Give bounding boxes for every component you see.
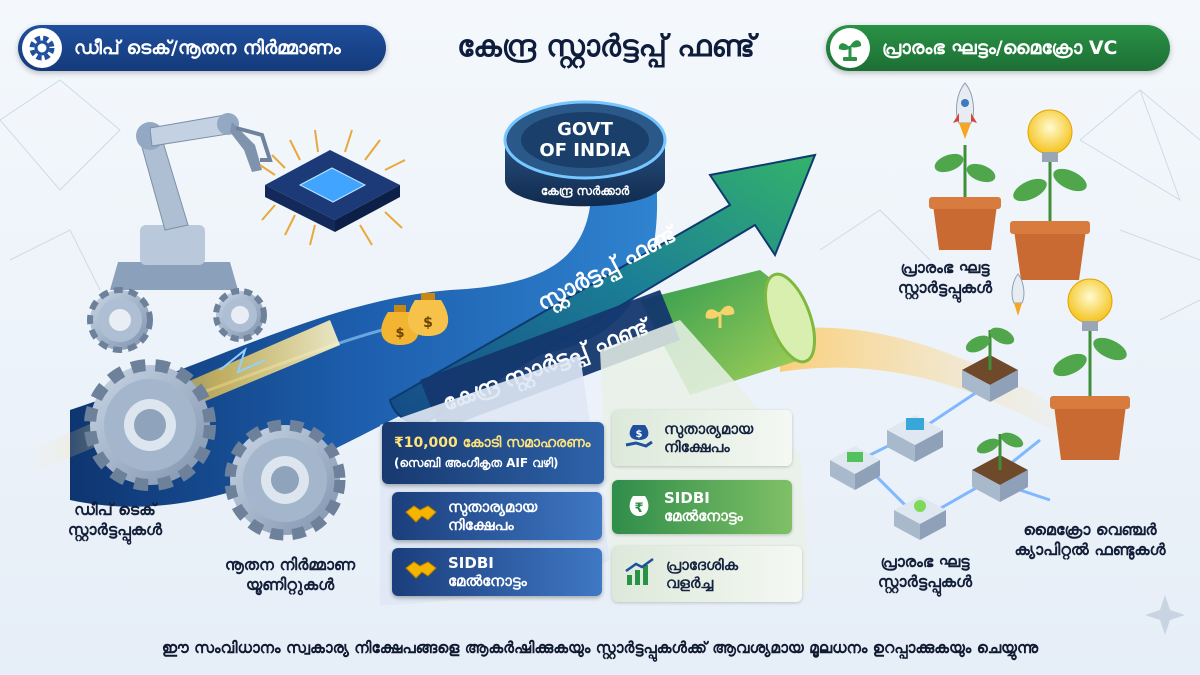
planter-box-2 <box>972 432 1028 502</box>
early-stage-pill-label: പ്രാരംഭ ഘട്ടം/മൈക്രോ VC <box>882 37 1118 59</box>
plant-pot-rocket-icon <box>929 82 1001 250</box>
label-manufacturing-units: നൂതന നിർമ്മാണ യൂണിറ്റുകൾ <box>224 555 356 594</box>
handshake-icon <box>404 502 438 530</box>
label-micro-vc-funds: മൈക്രോ വെഞ്ചർ ക്യാപിറ്റൽ ഫണ്ടുകൾ <box>1014 520 1166 559</box>
left-item-sidbi-oversight: SIDBI മേൽനോട്ടം <box>392 548 602 596</box>
node-platform-1 <box>830 446 880 490</box>
gear-large-1-icon <box>84 359 216 491</box>
svg-text:₹: ₹ <box>634 501 643 516</box>
page-title: കേന്ദ്ര സ്റ്റാർട്ടപ്പ് ഫണ്ട് <box>457 28 755 64</box>
svg-text:$: $ <box>423 315 433 331</box>
planter-box-1 <box>962 273 1025 402</box>
corpus-amount: ₹10,000 കോടി സമാഹരണം <box>394 435 591 452</box>
growth-chart-icon <box>624 557 656 591</box>
plant-pot-bulb-icon <box>1010 109 1090 280</box>
right-item-label: സുതാര്യമായ നിക്ഷേപം <box>664 420 754 456</box>
footer-caption: ഈ സംവിധാനം സ്വകാര്യ നിക്ഷേപങ്ങളെ ആകർഷിക്… <box>161 639 1039 657</box>
microchip-icon <box>259 129 406 246</box>
right-item-label: SIDBI മേൽനോട്ടം <box>664 489 743 525</box>
handshake-icon <box>404 558 438 586</box>
node-platform-3 <box>894 496 946 540</box>
label-early-stage-bottom: പ്രാരംഭ ഘട്ട സ്റ്റാർട്ടപ്പുകൾ <box>877 552 973 591</box>
hub-line1: GOVT <box>557 119 614 140</box>
deep-tech-pill-label: ഡീപ് ടെക്/നൂതന നിർമ്മാണം <box>74 37 341 59</box>
network-lines <box>0 79 1200 321</box>
gear-small-2-icon <box>213 288 267 342</box>
sprout-badge-icon <box>830 28 870 68</box>
sparkle-icon <box>1145 595 1185 635</box>
blue-ribbon <box>70 160 658 507</box>
corpus-card: ₹10,000 കോടി സമാഹരണം (സെബി അംഗീകൃത AIF വ… <box>382 422 604 484</box>
corpus-note: (സെബി അംഗീകൃത AIF വഴി) <box>394 456 559 471</box>
govt-hub: GOVT OF INDIA കേന്ദ്ര സർക്കാർ <box>503 100 667 207</box>
plant-pot-bulb-2-icon <box>1050 278 1130 460</box>
money-bags-icon: $ $ <box>381 293 449 345</box>
early-stage-pill: പ്രാരംഭ ഘട്ടം/മൈക്രോ VC <box>826 25 1170 71</box>
label-deep-tech-startups: ഡീപ് ടെക് സ്റ്റാർട്ടപ്പുകൾ <box>67 500 163 539</box>
deep-tech-pill: ഡീപ് ടെക്/നൂതന നിർമ്മാണം <box>18 25 386 71</box>
right-item-regional-growth: പ്രാദേശിക വളർച്ച <box>612 546 802 602</box>
money-bag-hand-icon: $ <box>624 421 654 455</box>
svg-text:$: $ <box>636 429 643 440</box>
right-item-sidbi-oversight: ₹ SIDBI മേൽനോട്ടം <box>612 480 792 534</box>
right-item-transparent-investment: $ സുതാര്യമായ നിക്ഷേപം <box>612 410 792 466</box>
gear-large-2-icon <box>224 419 346 541</box>
hub-line2: OF INDIA <box>539 140 630 161</box>
robot-arm-icon <box>110 113 273 290</box>
right-item-label: പ്രാദേശിക വളർച്ച <box>666 556 739 592</box>
gear-small-1-icon <box>87 287 153 353</box>
rupee-bag-icon: ₹ <box>624 490 654 524</box>
label-early-stage-top: പ്രാരംഭ ഘട്ട സ്റ്റാർട്ടപ്പുകൾ <box>897 258 993 297</box>
left-item-transparent-investment: സുതാര്യമായ നിക്ഷേപം <box>392 492 602 540</box>
gear-icon <box>22 28 62 68</box>
energy-beam-right <box>780 327 1080 440</box>
sprout-icon <box>705 305 735 328</box>
left-item-label: SIDBI മേൽനോട്ടം <box>448 554 527 590</box>
svg-text:$: $ <box>395 326 404 341</box>
node-platform-2 <box>887 415 943 462</box>
left-item-label: സുതാര്യമായ നിക്ഷേപം <box>448 498 538 534</box>
hub-sub: കേന്ദ്ര സർക്കാർ <box>541 184 630 199</box>
